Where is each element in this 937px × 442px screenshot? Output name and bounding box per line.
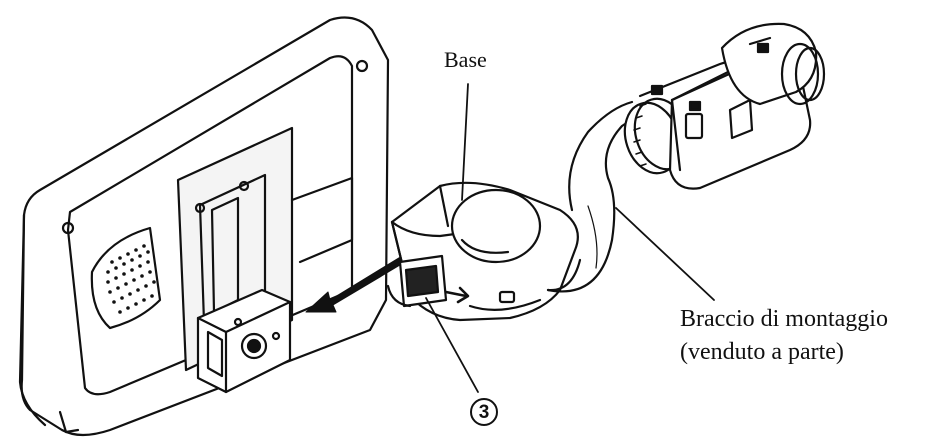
screw-icon xyxy=(61,221,75,235)
leader-lines xyxy=(425,83,715,393)
arm-leader-line xyxy=(615,207,715,301)
screw-icon xyxy=(194,202,206,214)
mounting-arm-note: (venduto a parte) xyxy=(680,339,844,365)
callout-number-3: 3 xyxy=(470,398,498,426)
mounting-arm-label: Braccio di montaggio xyxy=(680,306,888,332)
callout-leader-line xyxy=(425,297,479,393)
base-leader-line xyxy=(461,83,469,201)
slide-direction-arrow-icon xyxy=(305,255,406,313)
mounting-arm xyxy=(546,22,826,293)
screw-icon xyxy=(355,59,369,73)
screw-icon xyxy=(688,100,702,112)
speaker-grille-icon xyxy=(106,244,156,314)
screw-icon xyxy=(756,42,770,54)
base-label: Base xyxy=(444,47,487,72)
device-clip-block xyxy=(196,288,292,394)
screw-icon xyxy=(650,84,664,96)
screw-icon xyxy=(238,180,250,192)
screw-icon xyxy=(233,317,243,327)
navigation-device xyxy=(18,16,390,437)
screw-icon xyxy=(271,331,281,341)
mount-base xyxy=(386,181,579,322)
